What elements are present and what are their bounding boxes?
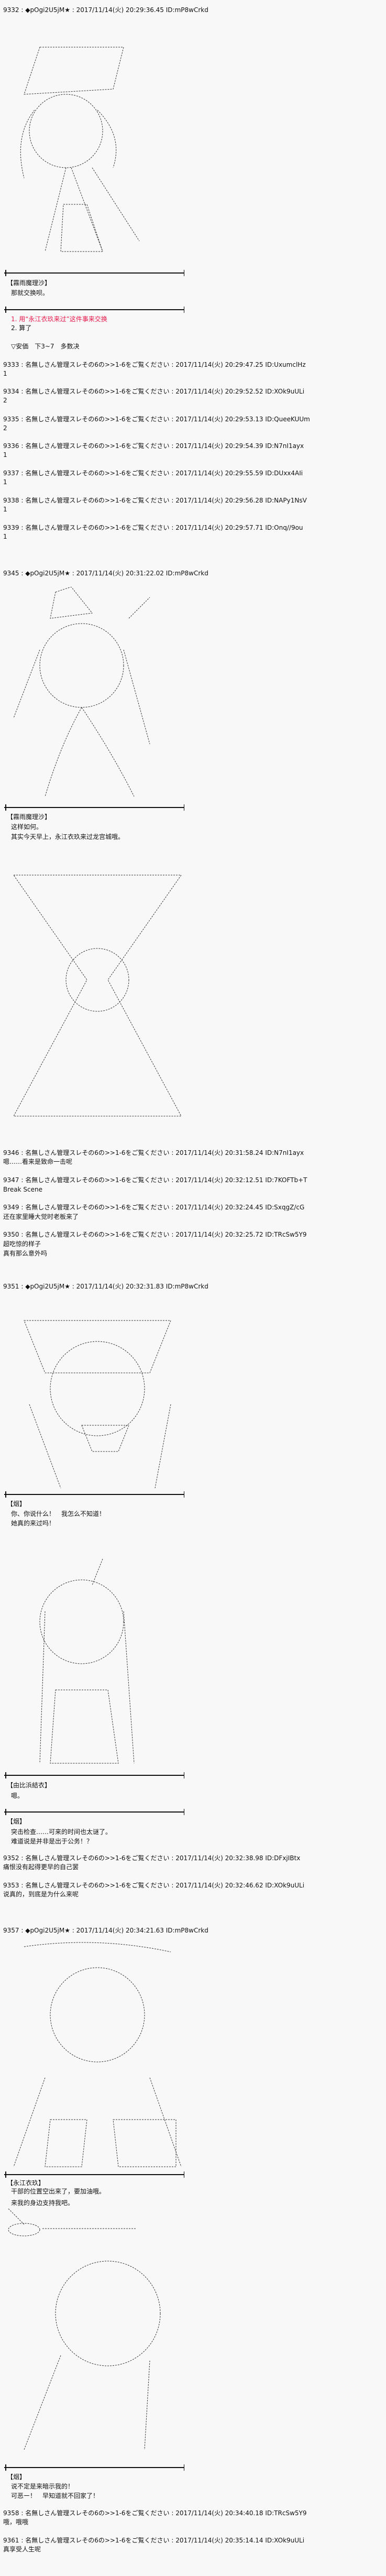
post-body: 1 [3, 506, 7, 513]
post-body: 1 [3, 370, 7, 377]
vote-option-2: 2. 算了 [11, 324, 32, 332]
dialogue-line: 突击检查……可来的时间也太谜了。 [11, 1828, 112, 1836]
speaker-label: 【烟】 [7, 2473, 26, 2481]
divider [4, 1772, 184, 1778]
post-header: 9357 : ◆pOgi2U5jM★ : 2017/11/14(火) 20:34… [3, 1927, 208, 1934]
dialogue-line: 难道说是并非是出于公务！？ [11, 1838, 93, 1845]
post-header: 9346 : 名無しさん管理スレその6の>>1-6をご覧ください : 2017/… [3, 1149, 304, 1156]
post-header: 9335 : 名無しさん管理スレその6の>>1-6をご覧ください : 2017/… [3, 416, 310, 423]
ascii-art-yui [3, 1554, 192, 1774]
speaker-label: 【烟】 [7, 1500, 26, 1508]
post-header: 9333 : 名無しさん管理スレその6の>>1-6をご覧ください : 2017/… [3, 361, 306, 368]
post-header: 9337 : 名無しさん管理スレその6の>>1-6をご覧ください : 2017/… [3, 470, 303, 477]
dialogue-line: 可恶ー！ 早知道就不回家了！ [11, 2492, 100, 2499]
dialogue-line: 来我的身边支持我吧。 [11, 2199, 74, 2207]
post-header: 9338 : 名無しさん管理スレその6の>>1-6をご覧ください : 2017/… [3, 497, 307, 504]
post-header: 9332 : ◆pOgi2U5jM★ : 2017/11/14(火) 20:29… [3, 6, 208, 14]
ascii-art-en-thinking [3, 2209, 192, 2465]
dialogue-line: 这样如何。 [11, 823, 43, 831]
dialogue-line: 其实今天早上，永江衣玖来过龙宫城哦。 [11, 833, 125, 841]
post-header: 9334 : 名無しさん管理スレその6の>>1-6をご覧ください : 2017/… [3, 388, 305, 395]
post-header: 9361 : 名無しさん管理スレその6の>>1-6をご覧ください : 2017/… [3, 2537, 305, 2544]
divider [4, 2464, 184, 2471]
post-header: 9352 : 名無しさん管理スレその6の>>1-6をご覧ください : 2017/… [3, 1854, 301, 1862]
speaker-label: 【霧雨魔理沙】 [7, 813, 51, 821]
post-body: 1 [3, 451, 7, 459]
post-header: 9350 : 名無しさん管理スレその6の>>1-6をご覧ください : 2017/… [3, 1231, 307, 1238]
post-header: 9351 : ◆pOgi2U5jM★ : 2017/11/14(火) 20:32… [3, 1283, 208, 1290]
post-header: 9347 : 名無しさん管理スレその6の>>1-6をご覧ください : 2017/… [3, 1176, 307, 1184]
divider [4, 1491, 184, 1498]
speaker-label: 【由比浜結衣】 [7, 1782, 51, 1789]
post-body: 2 [3, 424, 7, 432]
ascii-art-en-shocked [3, 1300, 192, 1491]
post-body: 还在家里睡大觉时老板来了 [3, 1213, 79, 1220]
ascii-art-iku [3, 1941, 192, 2172]
post-header: 9339 : 名無しさん管理スレその6の>>1-6をご覧ください : 2017/… [3, 524, 303, 531]
post-body: 2 [3, 397, 7, 404]
ascii-art-burst [3, 865, 192, 1127]
speaker-label: 【烟】 [7, 1818, 26, 1825]
vote-option-1: 1. 用“永江衣玖来过”这件事来交换 [11, 315, 107, 323]
post-header: 9358 : 名無しさん管理スレその6の>>1-6をご覧ください : 2017/… [3, 2509, 307, 2517]
dialogue-line: 嗯。 [11, 1792, 24, 1799]
post-body: 超吃惊的样子 [3, 1240, 41, 1248]
post-header: 9349 : 名無しさん管理スレその6の>>1-6をご覧ください : 2017/… [3, 1204, 305, 1211]
divider [4, 307, 184, 313]
dialogue-line: 说不定是来暗示我的！ [11, 2483, 74, 2490]
post-header: 9353 : 名無しさん管理スレその6の>>1-6をご覧ください : 2017/… [3, 1882, 305, 1889]
post-header: 9345 : ◆pOgi2U5jM★ : 2017/11/14(火) 20:31… [3, 570, 208, 577]
post-body: 真享受人生呢 [3, 2546, 41, 2553]
vote-note: ▽安価 下3~7 多数决 [11, 343, 80, 350]
post-body: 说真的，到底是为什么来呢 [3, 1891, 79, 1898]
post-body: 哦，哦哦 [3, 2518, 29, 2526]
dialogue-line: 那就交换呗。 [11, 289, 49, 297]
ascii-art-marisa [3, 31, 192, 262]
post-header: 9336 : 名無しさん管理スレその6の>>1-6をご覧ください : 2017/… [3, 442, 304, 450]
dialogue-line: 你、你说什么！ 我怎么不知道！ [11, 1510, 106, 1518]
post-body: Break Scene [3, 1186, 42, 1193]
dialogue-line: 干部的位置空出来了，要加油哦。 [11, 2188, 106, 2195]
speaker-label: 【永江衣玖】 [7, 2179, 45, 2187]
divider [4, 1809, 184, 1815]
speaker-label: 【霧雨魔理沙】 [7, 279, 51, 287]
divider [4, 804, 184, 811]
dialogue-line: 她真的来过吗！ [11, 1520, 56, 1527]
ascii-art-marisa-pointing [3, 587, 192, 804]
post-body: 1 [3, 478, 7, 486]
post-body: 真有那么意外吗 [3, 1250, 48, 1257]
divider [4, 2171, 184, 2178]
post-body: 1 [3, 533, 7, 540]
post-body: 嗯……看来是致命一击呢 [3, 1158, 73, 1165]
divider [4, 270, 184, 276]
post-body: 痛恨没有起得更早的自己罢 [3, 1863, 79, 1871]
